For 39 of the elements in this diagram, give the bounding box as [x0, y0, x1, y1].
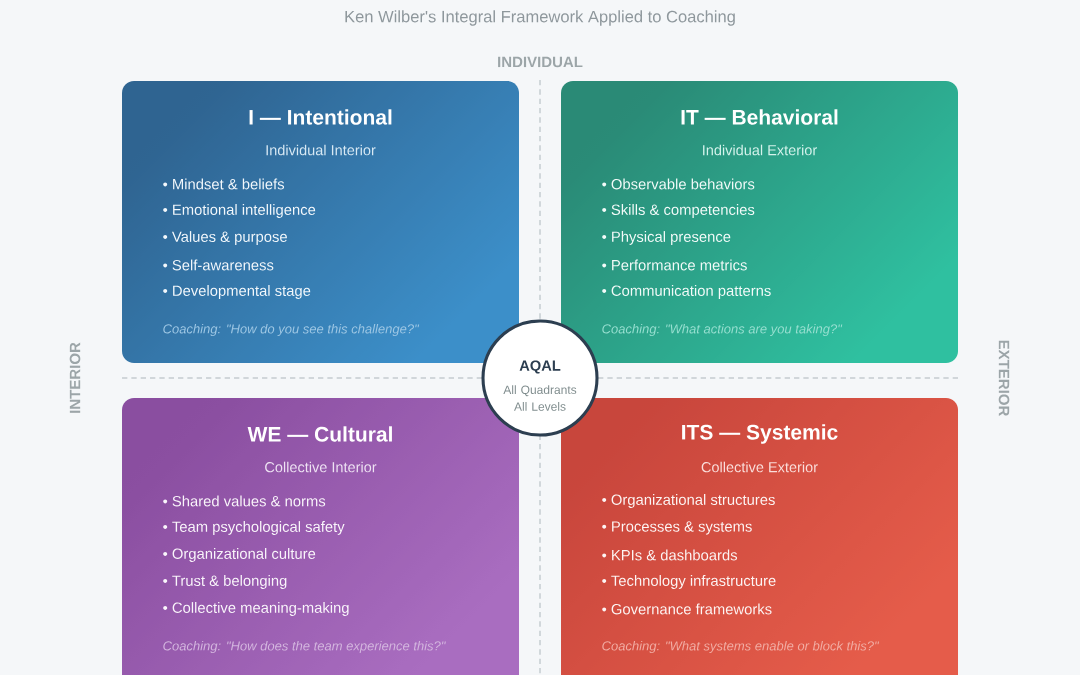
list-item: • Trust & belonging — [163, 575, 287, 589]
list-item: • Collective meaning-making — [163, 602, 349, 616]
card-title: I — Intentional — [249, 109, 392, 125]
list-item: • Processes & systems — [602, 521, 752, 535]
list-item: • Developmental stage — [163, 285, 311, 299]
card-subtitle: Individual Exterior — [703, 144, 817, 156]
list-item: • Self-awareness — [163, 259, 274, 271]
center-circle — [481, 319, 599, 437]
list-item: • Skills & competencies — [602, 204, 755, 218]
list-item: • Team psychological safety — [163, 521, 345, 535]
list-item: • Technology infrastructure — [602, 575, 776, 589]
list-item: • Organizational structures — [602, 494, 775, 508]
list-item: • Communication patterns — [602, 285, 771, 299]
list-item: • Values & purpose — [163, 231, 287, 245]
card-title: IT — Behavioral — [681, 109, 838, 125]
coaching-question: Coaching: "What systems enable or block this?" — [602, 640, 880, 654]
card-subtitle: Individual Interior — [266, 144, 376, 156]
diagram-title: Ken Wilber's Integral Framework Applied to Coaching — [345, 10, 735, 26]
axis-label: INTERIOR — [69, 342, 81, 413]
list-item: • Observable behaviors — [602, 178, 755, 190]
axis-label: INDIVIDUAL — [498, 56, 583, 68]
card-title: ITS — Systemic — [682, 424, 838, 444]
circle-subtitle: All Quadrants All Levels — [503, 385, 577, 411]
circle-title: AQAL — [519, 360, 561, 374]
card-title: WE — Cultural — [247, 426, 392, 442]
list-item: • KPIs & dashboards — [602, 549, 738, 561]
coaching-question: Coaching: "What actions are you taking?" — [602, 323, 843, 337]
axis-label: EXTERIOR — [998, 340, 1010, 417]
list-item: • Shared values & norms — [163, 495, 326, 507]
list-item: • Emotional intelligence — [163, 204, 316, 218]
list-item: • Organizational culture — [163, 548, 316, 562]
coaching-question: Coaching: "How does the team experience this?" — [163, 640, 446, 654]
list-item: • Governance frameworks — [602, 603, 772, 615]
list-item: • Physical presence — [602, 231, 731, 245]
list-item: • Mindset & beliefs — [163, 178, 285, 190]
card-subtitle: Collective Interior — [265, 461, 377, 473]
card-subtitle: Collective Exterior — [701, 461, 818, 473]
list-item: • Performance metrics — [602, 259, 747, 271]
coaching-question: Coaching: "How do you see this challenge?" — [163, 323, 420, 337]
